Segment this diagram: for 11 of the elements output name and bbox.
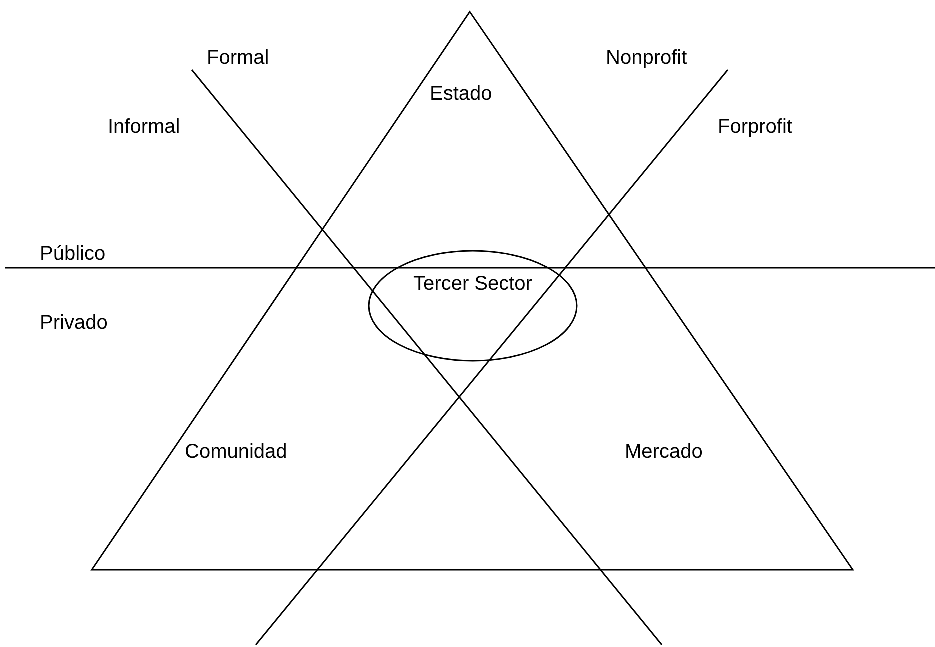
sector-label: Comunidad [185,440,288,464]
sector-label: Mercado [625,440,703,464]
axis-label: Público [40,242,106,266]
axis-label: Forprofit [718,115,792,139]
axis-label: Formal [207,46,270,70]
axis-label: Privado [40,311,108,335]
node-label: Tercer Sector [412,272,534,296]
ellipse-node [368,250,578,362]
sector-label: Estado [430,82,492,106]
axis-label: Informal [108,115,180,139]
axis-label: Nonprofit [606,46,688,70]
